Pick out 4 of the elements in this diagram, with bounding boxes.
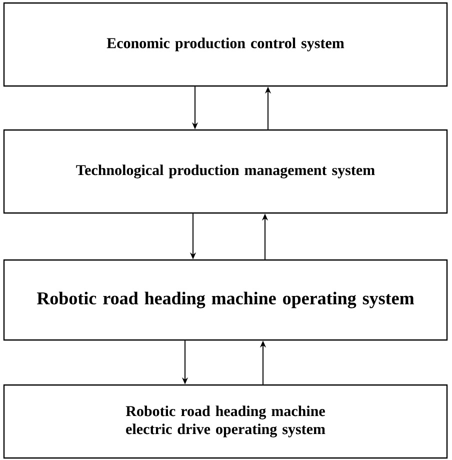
system-box: Robotic road heading machine electric drive operating system [3, 384, 448, 459]
system-box: Economic production control system [3, 2, 448, 87]
system-box: Robotic road heading machine operating system [3, 259, 448, 341]
system-box: Technological production management system [3, 129, 448, 214]
